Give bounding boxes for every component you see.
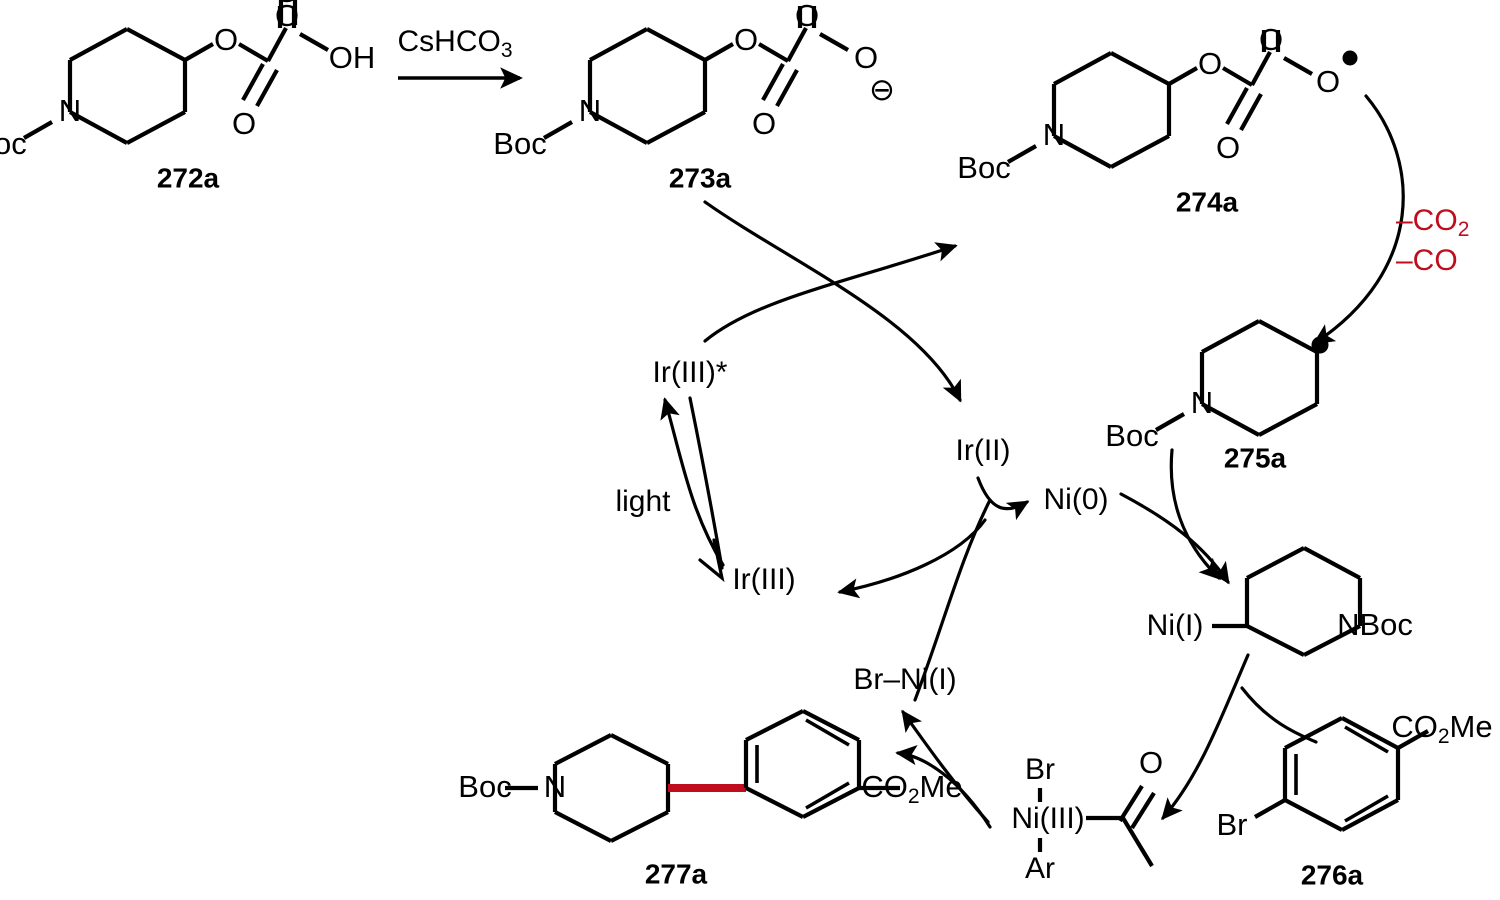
- nickel-cycle-arrows: [895, 448, 1318, 829]
- label-ni0: Ni(0): [1044, 483, 1109, 516]
- atom-ester-o-272a: O: [214, 22, 238, 57]
- atom-n-272a: N: [59, 93, 81, 128]
- compound-id-277a: 277a: [645, 858, 708, 889]
- atom-carboxylate-o-273a: O: [854, 40, 878, 75]
- photoredox-cycle-arrows: [660, 200, 1030, 702]
- atom-o-top-274a: O: [1259, 22, 1283, 57]
- atom-boc-274a: Boc: [957, 150, 1010, 185]
- atom-boc-277a: Boc: [458, 769, 511, 804]
- atom-br-276a: Br: [1217, 807, 1248, 842]
- structure-274a: N Boc O O O O 274a: [957, 22, 1358, 217]
- atom-carbonyl-o-bottom-273a: O: [752, 106, 776, 141]
- atom-oh-272a: OH: [329, 40, 376, 75]
- label-br-ni1: Br–Ni(I): [853, 663, 956, 696]
- label-loss-co: –CO: [1396, 244, 1458, 277]
- atom-co2me-276a: CO2Me: [1391, 709, 1492, 747]
- compound-id-276a: 276a: [1301, 859, 1364, 890]
- radical-dot-274a: [1342, 50, 1358, 66]
- atom-boc-272a: Boc: [0, 126, 27, 161]
- atom-o-top-273a: O: [795, 0, 819, 33]
- charge-minus-273a: ⊖: [869, 72, 895, 107]
- structure-ni1-piperidine-complex: Ni(I) NBoc: [1147, 546, 1413, 657]
- atom-n-275a: N: [1191, 385, 1213, 420]
- structure-272a: N Boc O O O O OH 272a: [0, 0, 375, 193]
- reaction-arrow-group: CsHCO3: [397, 25, 523, 89]
- label-ir3-ground: Ir(III): [732, 563, 795, 596]
- atom-boc-275a: Boc: [1105, 418, 1158, 453]
- decarbonylation-group: –CO2 –CO: [1312, 94, 1469, 345]
- compound-id-272a: 272a: [157, 162, 220, 193]
- atom-ester-o-273a: O: [734, 22, 758, 57]
- structure-276a: Br CO2Me 276a: [1217, 709, 1493, 890]
- atom-carbonyl-o-top-272a: O: [275, 0, 299, 9]
- reagent-cshco3: CsHCO3: [397, 25, 512, 62]
- atom-carbonyl-o-bottom-274a: O: [1216, 130, 1240, 165]
- atom-nboc-ni1-complex: NBoc: [1337, 607, 1413, 642]
- structure-273a: N Boc O O O O ⊖ 273a: [493, 0, 895, 193]
- atom-carbonyl-o-bottom-272a: O: [232, 106, 256, 141]
- compound-id-273a: 273a: [669, 162, 732, 193]
- structure-ni3-complex: Ni(III) Br Ar O: [1011, 745, 1163, 885]
- label-ni3: Ni(III): [1011, 802, 1084, 835]
- atom-n-277a: N: [544, 769, 566, 804]
- atom-carbonyl-o-ni3: O: [1139, 745, 1163, 780]
- compound-id-275a: 275a: [1224, 442, 1287, 473]
- label-light: light: [615, 485, 671, 518]
- label-ir2: Ir(II): [956, 434, 1011, 467]
- atom-ester-o-274a: O: [1198, 46, 1222, 81]
- atom-o-top-272a: O: [275, 0, 299, 33]
- structure-277a: N Boc CO2Me 277a: [458, 709, 963, 889]
- structure-275a: N Boc 275a: [1105, 319, 1329, 473]
- atom-boc-273a: Boc: [493, 126, 546, 161]
- atom-br-ni3: Br: [1025, 753, 1055, 786]
- compound-id-274a: 274a: [1176, 186, 1239, 217]
- atom-radical-o-274a: O: [1316, 64, 1340, 99]
- atom-n-274a: N: [1043, 117, 1065, 152]
- label-loss-co2: –CO2: [1396, 204, 1469, 241]
- label-ir3-excited: Ir(III)*: [653, 356, 728, 389]
- radical-dot-275a: [1311, 336, 1329, 354]
- atom-n-273a: N: [579, 93, 601, 128]
- atom-ar-ni3: Ar: [1025, 852, 1055, 885]
- atom-co2me-277a: CO2Me: [861, 769, 962, 807]
- label-ni1: Ni(I): [1147, 609, 1204, 642]
